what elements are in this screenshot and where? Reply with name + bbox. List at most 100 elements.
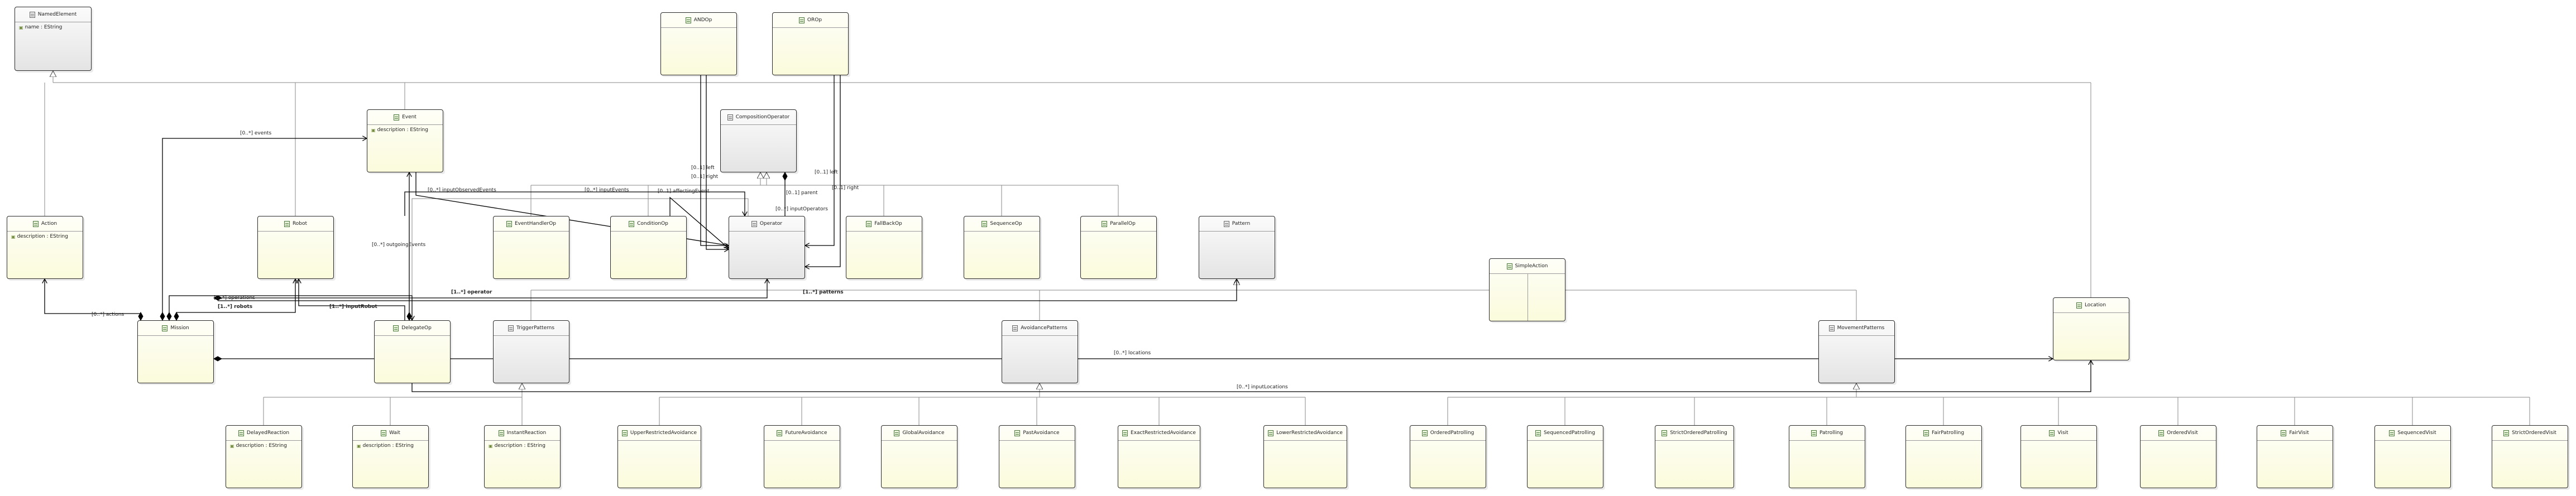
attribute-icon: ▣ [19, 25, 23, 30]
class-Parallel[interactable]: ParallelOp [1080, 216, 1157, 279]
class-Event[interactable]: Event▣description : EString [367, 109, 443, 172]
attribute-text: description : EString [17, 234, 68, 239]
class-Wait[interactable]: Wait ▣description : EString [352, 425, 429, 488]
class-AND[interactable]: ANDOp [660, 12, 737, 75]
class-SequencedP[interactable]: SequencedPatrolling [1527, 425, 1603, 488]
class-Action[interactable]: Action▣description : EString [7, 216, 83, 279]
class-name: SequencedPatrolling [1543, 430, 1596, 436]
class-icon [1014, 430, 1021, 436]
class-icon [2389, 430, 2395, 436]
abstract-class-icon [751, 220, 757, 227]
edge-label: [0..*] inputEvents [585, 187, 629, 193]
attribute-text: description : EString [236, 443, 287, 449]
edge-label: [0..1] affectingEvent [658, 189, 710, 194]
class-header: Location [2053, 298, 2129, 313]
class-CompOp[interactable]: CompositionOperator [720, 109, 797, 172]
class-header: FallBackOp [846, 216, 922, 232]
assoc-inputobservedevents [404, 191, 745, 216]
class-Patrolling[interactable]: Patrolling [1789, 425, 1865, 488]
edge-label: [0..*] outgoingEvents [372, 242, 425, 248]
class-ExactRA[interactable]: ExactRestrictedAvoidance [1118, 425, 1200, 488]
class-name: Pattern [1232, 221, 1251, 227]
class-header: AvoidancePatterns [1002, 321, 1078, 336]
class-Avoidance[interactable]: AvoidancePatterns [1002, 320, 1078, 383]
class-attribute: ▣description : EString [353, 441, 428, 449]
class-header: SequenceOp [964, 216, 1040, 232]
class-EventHandlerOp[interactable]: EventHandlerOp [493, 216, 569, 279]
class-header: InstantReaction [485, 426, 560, 441]
edge-label: [0..1] right [832, 185, 859, 191]
class-header: ParallelOp [1081, 216, 1156, 232]
class-Fallback[interactable]: FallBackOp [846, 216, 922, 279]
class-header: GlobalAvoidance [882, 426, 957, 441]
class-Trigger[interactable]: TriggerPatterns [493, 320, 569, 383]
class-icon [162, 325, 168, 331]
class-Delegate[interactable]: DelegateOp [374, 320, 451, 383]
class-name: Wait [389, 430, 400, 436]
class-FairP[interactable]: FairPatrolling [1905, 425, 1982, 488]
class-Mission[interactable]: Mission [137, 320, 214, 383]
assoc-patterns [218, 279, 1237, 301]
class-Movement[interactable]: MovementPatterns [1818, 320, 1895, 383]
class-Location[interactable]: Location [2053, 297, 2129, 360]
class-name: SequenceOp [990, 221, 1022, 227]
attribute-icon: ▣ [11, 234, 16, 239]
assoc-inputrobot [299, 279, 405, 320]
abstract-class-icon [507, 325, 514, 331]
class-Pattern[interactable]: Pattern [1199, 216, 1275, 279]
assoc-affectingevent [669, 196, 729, 248]
class-ConditionOp[interactable]: ConditionOp [610, 216, 687, 279]
class-icon [1535, 430, 1541, 436]
class-icon [894, 430, 900, 436]
class-header: EventHandlerOp [494, 216, 569, 232]
class-DelayedReaction[interactable]: DelayedReaction▣description : EString [226, 425, 302, 488]
class-FairVisit[interactable]: FairVisit [2257, 425, 2333, 488]
class-icon [1923, 430, 1929, 436]
class-icon [981, 220, 988, 227]
abstract-class-icon [1828, 325, 1835, 331]
class-FutureA[interactable]: FutureAvoidance [764, 425, 840, 488]
class-SequencedVisit[interactable]: SequencedVisit [2374, 425, 2451, 488]
edge-label: [1..*] patterns [803, 290, 844, 295]
class-icon [2503, 430, 2510, 436]
class-Visit[interactable]: Visit [2020, 425, 2097, 488]
class-Operator[interactable]: Operator [729, 216, 805, 279]
class-name: CompositionOperator [735, 114, 790, 120]
class-name: ANDOp [693, 17, 712, 23]
class-name: FutureAvoidance [785, 430, 827, 436]
class-OrderedP[interactable]: OrderedPatrolling [1410, 425, 1486, 488]
edge-label: [0..*] inputOperators [775, 206, 828, 212]
class-header: Event [367, 110, 443, 125]
class-icon [1122, 430, 1128, 436]
class-UpperRA[interactable]: UpperRestrictedAvoidance [617, 425, 701, 488]
attribute-icon: ▣ [371, 127, 376, 133]
class-name: GlobalAvoidance [902, 430, 945, 436]
class-attribute: ▣description : EString [485, 441, 560, 449]
assoc-or-right [805, 75, 841, 267]
class-name: StrictOrderedPatrolling [1670, 430, 1727, 436]
class-InstantReaction[interactable]: InstantReaction▣description : EString [484, 425, 561, 488]
class-OR[interactable]: OROp [772, 12, 849, 75]
class-name: Location [2084, 302, 2106, 308]
class-header: StrictOrderedVisit [2492, 426, 2568, 441]
assoc-operator [214, 279, 767, 298]
class-header: Mission [138, 321, 213, 336]
class-header: ConditionOp [611, 216, 686, 232]
edge-label: [0..*] locations [1114, 350, 1151, 356]
assoc-actions [45, 279, 141, 320]
attribute-text: description : EString [362, 443, 414, 449]
edge-label: [1..*] operator [451, 290, 492, 295]
class-StrictOrderedVisit[interactable]: StrictOrderedVisit [2492, 425, 2568, 488]
class-StrictOrderedP[interactable]: StrictOrderedPatrolling [1655, 425, 1734, 488]
class-Robot[interactable]: Robot [257, 216, 334, 279]
class-OrderedVisit[interactable]: OrderedVisit [2140, 425, 2216, 488]
class-NamedElement[interactable]: NamedElement▣name : EString [15, 7, 92, 71]
class-SimpleAction[interactable]: SimpleAction [1489, 258, 1565, 321]
class-Sequence[interactable]: SequenceOp [964, 216, 1040, 279]
class-header: FairPatrolling [1906, 426, 1981, 441]
class-PastA[interactable]: PastAvoidance [999, 425, 1075, 488]
class-GlobalA[interactable]: GlobalAvoidance [881, 425, 957, 488]
class-LowerRA[interactable]: LowerRestrictedAvoidance [1263, 425, 1347, 488]
class-name: ExactRestrictedAvoidance [1131, 430, 1196, 436]
